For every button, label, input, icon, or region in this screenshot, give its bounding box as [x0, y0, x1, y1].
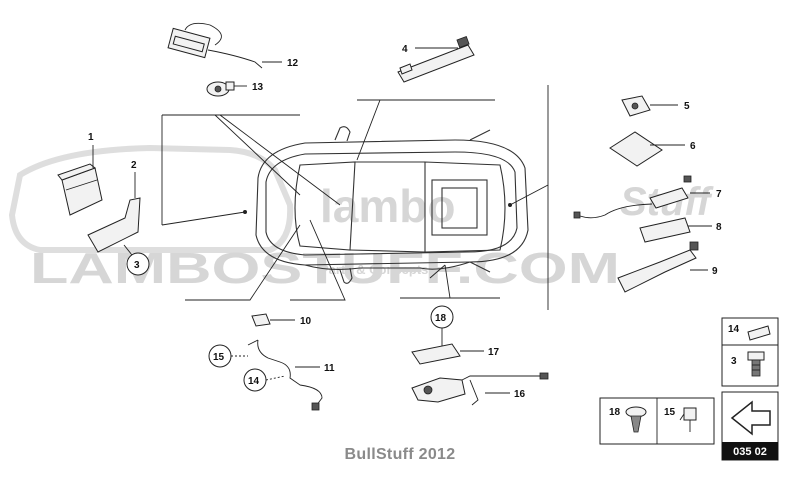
- callout-5: 5: [684, 101, 690, 112]
- legend-15: 15: [664, 407, 676, 418]
- callout-11: 11: [324, 363, 335, 374]
- part-17-bracket: [411, 328, 484, 365]
- footer-credit: BullStuff 2012: [344, 446, 456, 463]
- callout-1: 1: [88, 132, 94, 143]
- callout-2: 2: [131, 160, 137, 171]
- circled-ref-3: 3: [123, 244, 150, 276]
- part-10-clip: [251, 313, 295, 327]
- part-2-bracket: [87, 172, 141, 253]
- part-13-sensor: [206, 81, 247, 97]
- clip-fastener-icon: [625, 406, 647, 433]
- legend-14: 14: [728, 324, 740, 335]
- part-9-harness: [617, 241, 708, 293]
- part-7-sensor-cable: [573, 175, 710, 219]
- callout-9: 9: [712, 266, 718, 277]
- svg-text:3: 3: [134, 260, 140, 271]
- part-8-bracket: [639, 217, 712, 243]
- watermark-line1: lambo: [320, 180, 455, 232]
- part-12-module: [167, 22, 282, 69]
- part-11-harness: [247, 339, 323, 411]
- part-4-antenna: [397, 36, 475, 83]
- screw-icon: [747, 351, 765, 377]
- callout-13: 13: [252, 82, 264, 93]
- callout-4: 4: [402, 44, 408, 55]
- callout-16: 16: [514, 389, 526, 400]
- diagram-code: 035 02: [733, 446, 767, 458]
- legend-3: 3: [731, 356, 737, 367]
- part-16-sensor-cable: [411, 372, 549, 406]
- callout-10: 10: [300, 316, 312, 327]
- circled-ref-18: 18: [430, 305, 454, 329]
- legend-box-hardware-a: 14 3: [721, 317, 779, 387]
- svg-text:15: 15: [213, 352, 225, 363]
- callout-7: 7: [716, 189, 722, 200]
- legend-18: 18: [609, 407, 621, 418]
- cable-tie-icon: [679, 407, 697, 432]
- callout-6: 6: [690, 141, 696, 152]
- part-6-plate: [609, 131, 685, 167]
- circled-ref-14: 14: [243, 368, 286, 392]
- svg-text:14: 14: [248, 376, 260, 387]
- svg-text:18: 18: [435, 313, 447, 324]
- left-arrow-icon[interactable]: [730, 400, 771, 436]
- part-1-control-unit: [57, 145, 103, 216]
- car-top-view: [255, 126, 529, 284]
- legend-box-hardware-b: 18 15: [599, 397, 715, 445]
- circled-ref-15: 15: [208, 344, 248, 368]
- callout-12: 12: [287, 58, 299, 69]
- watermark: lambo Stuff LAMBOSTUFF.COM Parts & Conce…: [8, 144, 714, 293]
- part-5-clip: [621, 95, 678, 117]
- leader-lines: [161, 85, 549, 310]
- watermark-tagline: Parts & Concepts: [320, 262, 428, 277]
- callout-8: 8: [716, 222, 722, 233]
- diagram-code-box: 035 02: [721, 391, 779, 461]
- callout-17: 17: [488, 347, 500, 358]
